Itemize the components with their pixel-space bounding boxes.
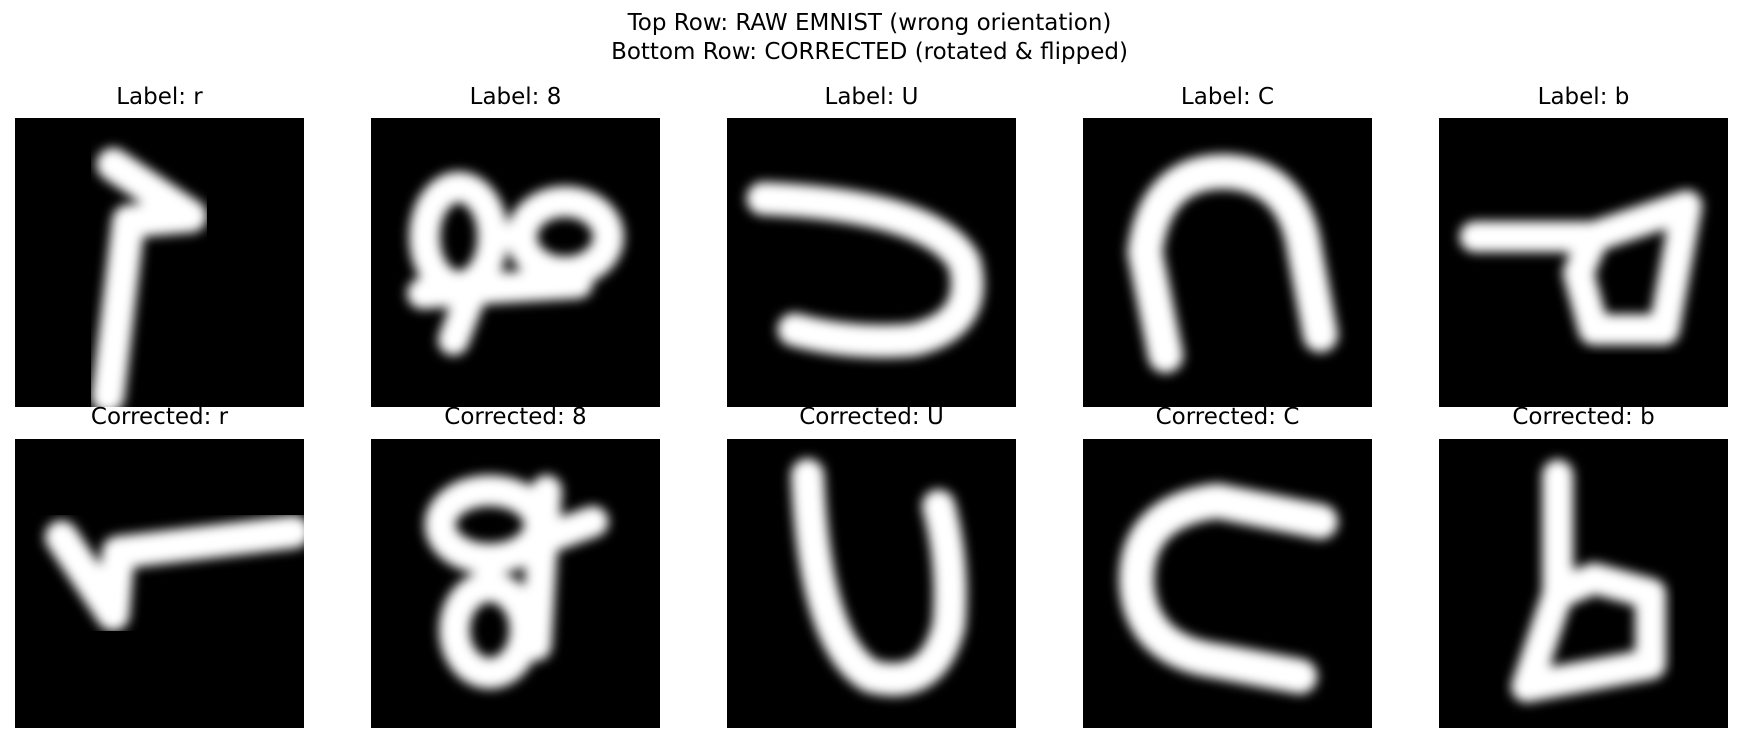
top-panel-title-r: Label: r [116,84,203,110]
bottom-panel-title-C: Corrected: C [1155,404,1300,430]
raw-image-8 [371,118,660,407]
bottom-panel-title-b: Corrected: b [1512,404,1655,430]
bottom-panel-title-8: Corrected: 8 [444,404,587,430]
top-panel-title-b: Label: b [1537,84,1630,110]
figure-title: Top Row: RAW EMNIST (wrong orientation) … [0,9,1739,67]
figure-title-line-1: Top Row: RAW EMNIST (wrong orientation) [627,10,1112,36]
top-panel-title-8: Label: 8 [469,84,562,110]
corrected-image-b [1439,439,1728,728]
bottom-panel-title-U: Corrected: U [799,404,944,430]
corrected-image-U [727,439,1016,728]
corrected-image-8 [371,439,660,728]
raw-image-U [727,118,1016,407]
corrected-image-r [15,439,304,728]
raw-image-b [1439,118,1728,407]
bottom-panel-title-r: Corrected: r [90,404,229,430]
figure-title-line-2: Bottom Row: CORRECTED (rotated & flipped… [611,39,1128,65]
top-panel-title-C: Label: C [1180,84,1275,110]
raw-image-C [1083,118,1372,407]
top-panel-title-U: Label: U [824,84,919,110]
corrected-image-C [1083,439,1372,728]
raw-image-r [15,118,304,407]
